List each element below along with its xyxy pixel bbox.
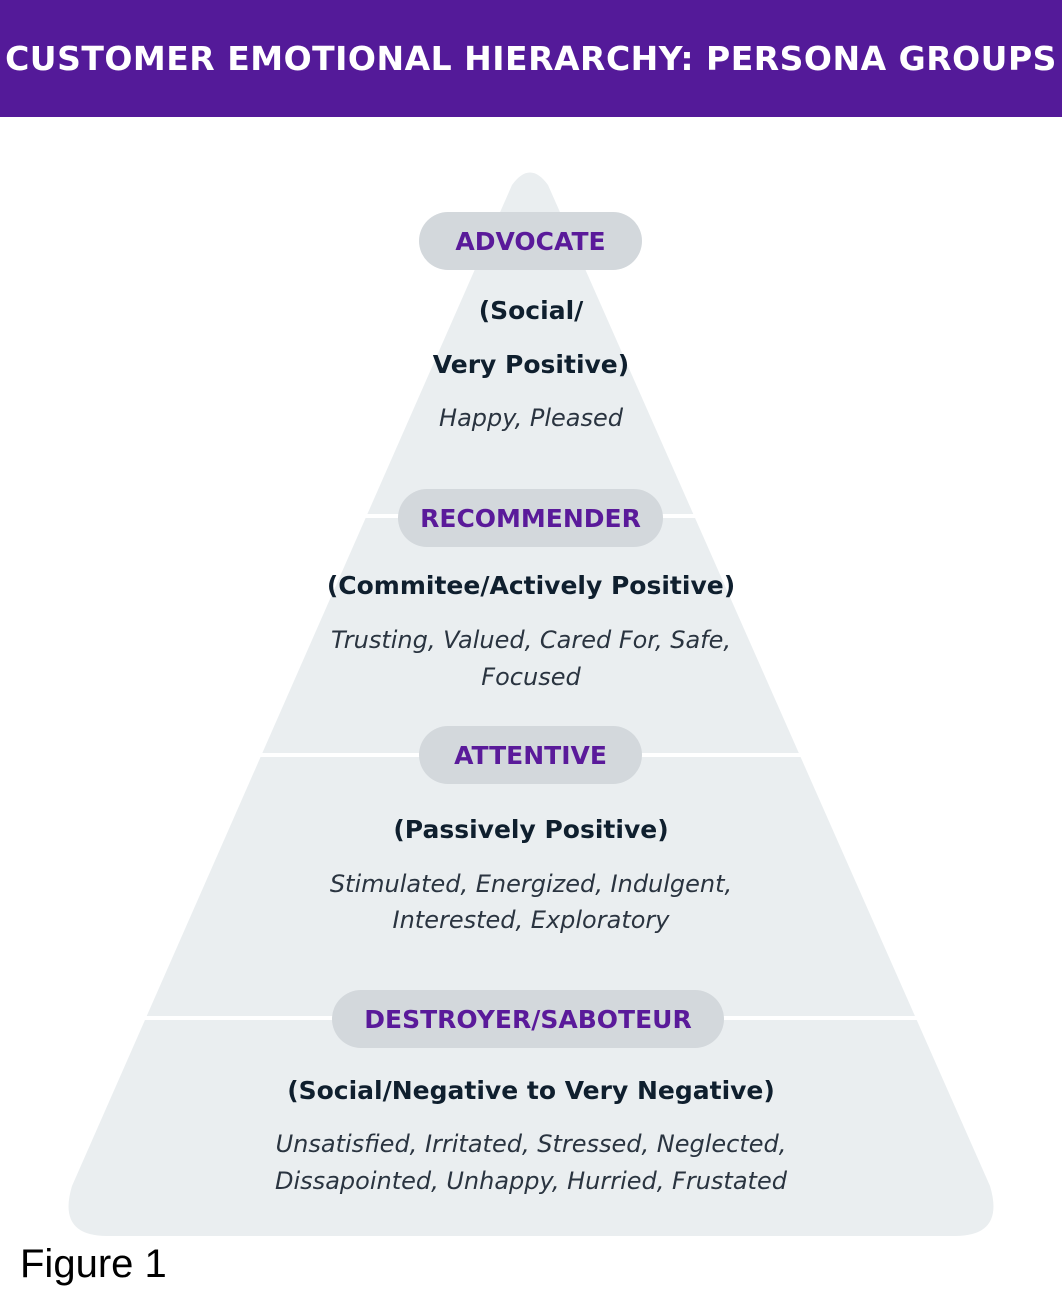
figure-caption: Figure 1 <box>20 1242 167 1286</box>
tier-label-advocate: ADVOCATE <box>419 212 642 270</box>
diagram-title: CUSTOMER EMOTIONAL HIERARCHY: PERSONA GR… <box>5 39 1057 78</box>
tier-type-recommender: (Commitee/Actively Positive) <box>326 571 736 600</box>
tier-emotions-attentive-line2: Interested, Exploratory <box>392 906 670 934</box>
tier-type-advocate-line2: Very Positive) <box>432 350 630 379</box>
tier-emotions-destroyer-line1: Unsatisfied, Irritated, Stressed, Neglec… <box>275 1130 787 1158</box>
tier-emotions-recommender-line1: Trusting, Valued, Cared For, Safe, <box>330 626 732 654</box>
tier-label-attentive: ATTENTIVE <box>419 726 642 784</box>
tier-emotions-attentive-line1: Stimulated, Energized, Indulgent, <box>329 870 733 898</box>
pyramid-shape <box>68 172 994 1236</box>
tier-label-destroyer-saboteur: DESTROYER/SABOTEUR <box>332 990 724 1048</box>
tier-emotions-advocate: Happy, Pleased <box>439 404 623 432</box>
tier-emotions-destroyer-line2: Dissapointed, Unhappy, Hurried, Frustate… <box>275 1167 787 1195</box>
tier-label-recommender: RECOMMENDER <box>398 489 663 547</box>
tier-emotions-recommender-line2: Focused <box>481 663 581 691</box>
title-banner: CUSTOMER EMOTIONAL HIERARCHY: PERSONA GR… <box>0 0 1062 117</box>
tier-type-destroyer: (Social/Negative to Very Negative) <box>287 1076 775 1105</box>
tier-type-advocate-line1: (Social/ <box>478 296 584 325</box>
tier-type-attentive: (Passively Positive) <box>393 815 669 844</box>
